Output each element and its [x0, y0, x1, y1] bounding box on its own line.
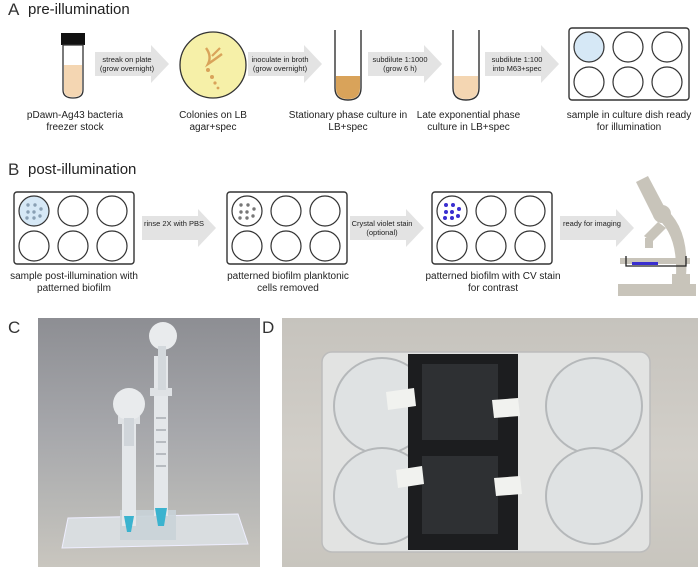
caption: pDawn-Ag43 bacteria freezer stock	[26, 110, 124, 133]
step-label: ready for imaging	[563, 219, 621, 228]
panel-b-title: post-illumination	[28, 161, 137, 178]
step-label: streak on plate (grow overnight)	[99, 55, 155, 73]
caption: patterned biofilm with CV stain for cont…	[425, 271, 561, 294]
freezer-vial-icon	[61, 33, 85, 99]
caption: Colonies on LB agar+spec	[179, 110, 247, 133]
step-arrow: subdilute 1:1000 (grow 6 h)	[368, 45, 442, 83]
step-label: subdilute 1:100 into M63+spec	[491, 55, 543, 73]
culture-tube-icon	[334, 30, 362, 101]
six-well-plate-icon	[431, 191, 553, 265]
culture-tube-icon	[452, 30, 480, 101]
step-arrow: Crystal violet stain (optional)	[350, 209, 424, 247]
caption: sample in culture dish ready for illumin…	[566, 110, 692, 133]
panel-b-letter: B	[8, 160, 20, 179]
step-label: inoculate in broth (grow overnight)	[251, 55, 309, 73]
six-well-plate-icon	[568, 27, 690, 101]
step-arrow: ready for imaging	[560, 209, 634, 247]
step-label: Crystal violet stain (optional)	[351, 219, 413, 237]
step-label: subdilute 1:1000 (grow 6 h)	[372, 55, 428, 73]
caption: Stationary phase culture in LB+spec	[288, 110, 408, 133]
step-arrow: subdilute 1:100 into M63+spec	[485, 45, 559, 83]
six-well-plate-icon	[13, 191, 135, 265]
microscope-icon	[618, 176, 696, 296]
agar-plate-icon	[179, 31, 247, 99]
caption: patterned biofilm planktonic cells remov…	[227, 271, 349, 294]
panel-c-letter: C	[8, 318, 21, 337]
step-arrow: rinse 2X with PBS	[142, 209, 216, 247]
panel-a-letter: A	[8, 0, 20, 19]
step-label: rinse 2X with PBS	[143, 219, 205, 228]
step-arrow: inoculate in broth (grow overnight)	[248, 45, 322, 83]
six-well-plate-icon	[226, 191, 348, 265]
panel-a-title: pre-illumination	[28, 1, 130, 18]
photo-syringe-slide	[38, 318, 260, 567]
step-arrow: streak on plate (grow overnight)	[95, 45, 169, 83]
caption: sample post-illumination with patterned …	[10, 271, 138, 294]
caption: Late exponential phase culture in LB+spe…	[416, 110, 521, 133]
panel-d-letter: D	[262, 318, 275, 337]
photo-well-plate-mask	[282, 318, 698, 567]
